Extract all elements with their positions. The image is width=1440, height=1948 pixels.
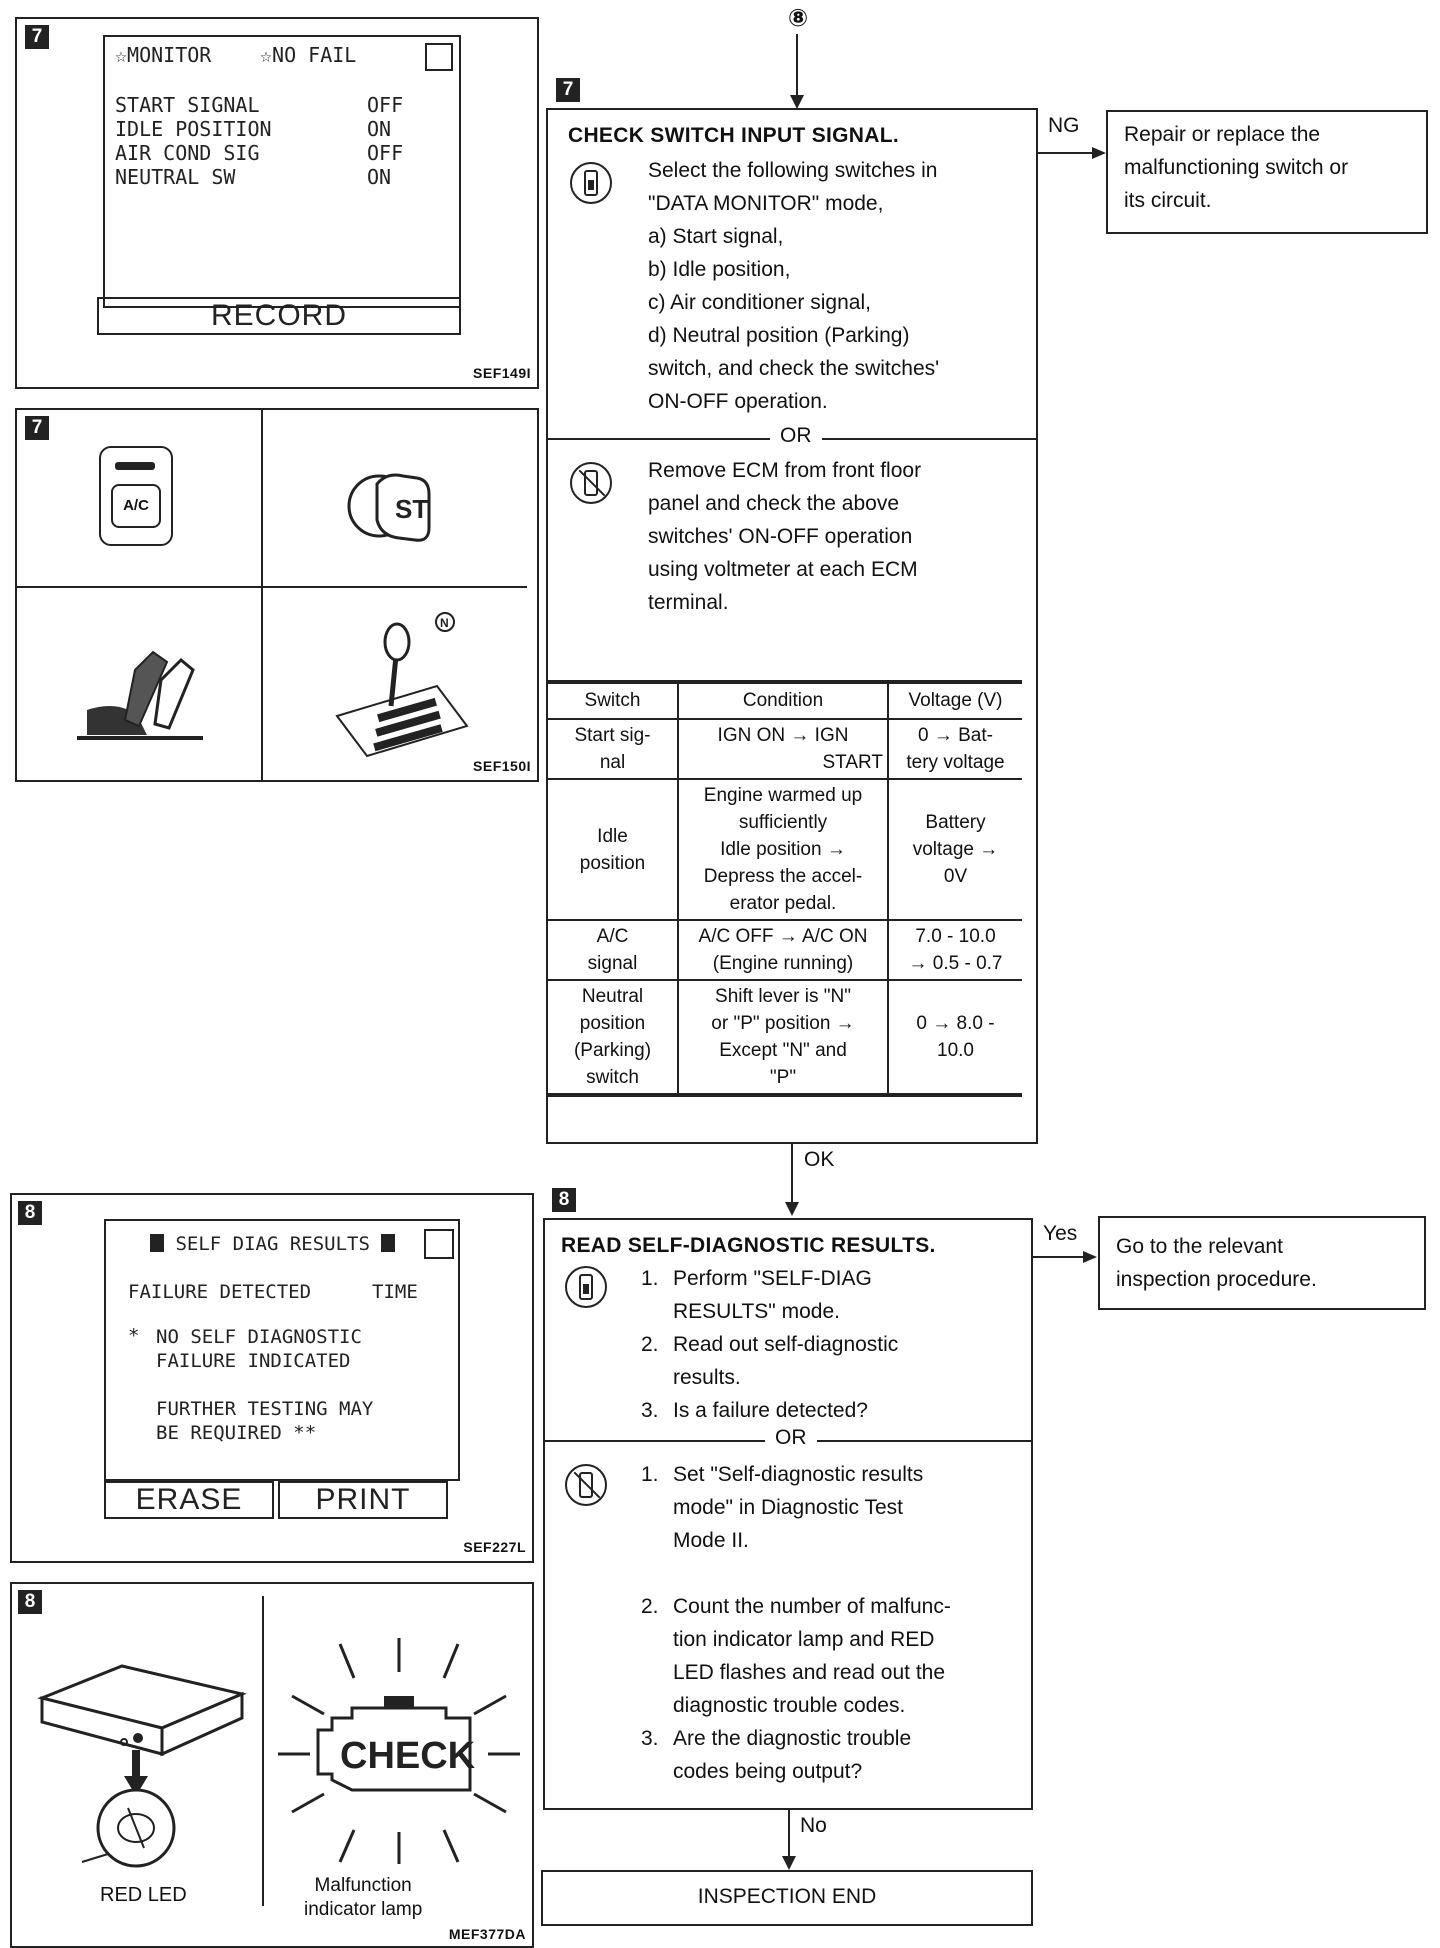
record-button[interactable]: RECORD [97,297,461,335]
ignition-key-icon: ST [347,473,431,542]
ac-switch-icon: A/C [99,446,173,546]
check-engine-lamp-icon: CHECK [278,1638,520,1864]
no-label: No [800,1814,827,1837]
ok-arrow [785,1202,799,1216]
no-tester-icon [565,1464,607,1506]
voltage-table: Switch Condition Voltage (V) Start sig-n… [548,680,1022,1097]
self-diag-status-box [424,1229,454,1259]
ng-result-text: Repair or replace the malfunctioning swi… [1124,123,1349,212]
step8-box: READ SELF-DIAGNOSTIC RESULTS. 1.Perform … [543,1218,1033,1810]
no-tester-icon [570,462,612,504]
ng-line [1038,152,1094,154]
step8-title: READ SELF-DIAGNOSTIC RESULTS. [561,1234,936,1257]
figure-step-number: 8 [18,1590,42,1614]
inspection-end-box: INSPECTION END [541,1870,1033,1926]
table-header-voltage: Voltage (V) [887,684,1022,720]
self-diag-col2: TIME [372,1281,418,1303]
connector-line [796,34,798,96]
yes-result-text: Go to the relevant inspection procedure. [1116,1235,1317,1291]
no-arrow [782,1856,796,1870]
table-header-switch: Switch [548,684,678,720]
self-diag-message: NO SELF DIAGNOSTIC FAILURE INDICATED FUR… [156,1326,374,1444]
self-diag-bullet: * [128,1325,140,1347]
figure-self-diag: 8 SELF DIAG RESULTS FAILURE DETECTED TIM… [10,1193,534,1563]
monitor-header-right: ☆NO FAIL [260,43,357,67]
connector-arrow [790,95,804,109]
ng-result-box: Repair or replace the malfunctioning swi… [1106,110,1428,234]
figure-red-led-mil: 8 RED LED CHECK [10,1582,534,1948]
figure-code: SEF149I [473,365,531,381]
ok-label: OK [804,1148,835,1171]
red-led-label: RED LED [100,1884,187,1906]
consult-tester-icon [565,1266,607,1308]
figure-step-number: 7 [25,25,49,49]
ng-label: NG [1048,114,1080,137]
erase-button[interactable]: ERASE [104,1481,274,1519]
yes-result-box: Go to the relevant inspection procedure. [1098,1216,1426,1310]
figure-data-monitor: 7 ☆MONITOR ☆NO FAIL START SIGNAL OFF IDL… [15,17,539,389]
self-diag-header: SELF DIAG RESULTS [150,1233,400,1255]
svg-text:N: N [440,616,449,630]
figure-step-number: 8 [18,1201,42,1225]
figure-code: SEF150I [473,758,531,774]
monitor-row: NEUTRAL SW [115,165,236,189]
yes-label: Yes [1043,1222,1078,1245]
step7-consult-text: Select the following switches in "DATA M… [648,159,940,413]
monitor-row: IDLE POSITION [115,117,272,141]
monitor-header-left: ☆MONITOR [115,43,212,67]
step7-ecm-text: Remove ECM from front floor panel and ch… [648,459,922,614]
shift-lever-icon: N [335,612,469,758]
step8-number: 8 [552,1188,576,1212]
figure-code: MEF377DA [448,1926,526,1942]
or-label: OR [770,424,822,448]
ng-arrow [1092,147,1106,159]
svg-text:CHECK: CHECK [340,1735,476,1777]
monitor-row-value: OFF [367,93,404,117]
mil-label: Malfunction indicator lamp [304,1875,423,1920]
step8-consult-list: 1.Perform "SELF-DIAG RESULTS" mode. 2.Re… [641,1267,899,1422]
self-diag-col1: FAILURE DETECTED [128,1281,312,1303]
step7-number: 7 [556,78,580,102]
figure-switch-icons: 7 A/C ST N SEF150I [15,408,539,782]
yes-arrow [1083,1251,1097,1263]
table-header-condition: Condition [677,684,888,720]
connector-ref: ⑧ [787,5,809,32]
self-diag-screen: SELF DIAG RESULTS FAILURE DETECTED TIME … [104,1219,460,1481]
svg-text:ST: ST [395,494,428,524]
figure-code: SEF227L [463,1539,526,1555]
inspection-end-text: INSPECTION END [697,1885,877,1908]
no-line [788,1810,790,1858]
or-label: OR [765,1426,817,1450]
ecm-red-led-icon [37,1664,247,1868]
step7-title: CHECK SWITCH INPUT SIGNAL. [568,124,899,147]
step8-ecm-list: 1.Set "Self-diagnostic results mode" in … [641,1463,951,1783]
accelerator-pedal-icon [77,650,203,740]
monitor-screen: ☆MONITOR ☆NO FAIL START SIGNAL OFF IDLE … [103,35,461,308]
monitor-row: START SIGNAL [115,93,260,117]
ok-line [791,1144,793,1204]
figure-step-number: 7 [25,416,49,440]
monitor-status-box [425,43,453,71]
monitor-row: AIR COND SIG [115,141,260,165]
monitor-row-value: OFF [367,141,404,165]
monitor-row-value: ON [367,117,392,141]
monitor-row-value: ON [367,165,392,189]
step7-box: CHECK SWITCH INPUT SIGNAL. Select the fo… [546,108,1038,1144]
yes-line [1033,1256,1085,1258]
consult-tester-icon [570,162,612,204]
print-button[interactable]: PRINT [278,1481,448,1519]
